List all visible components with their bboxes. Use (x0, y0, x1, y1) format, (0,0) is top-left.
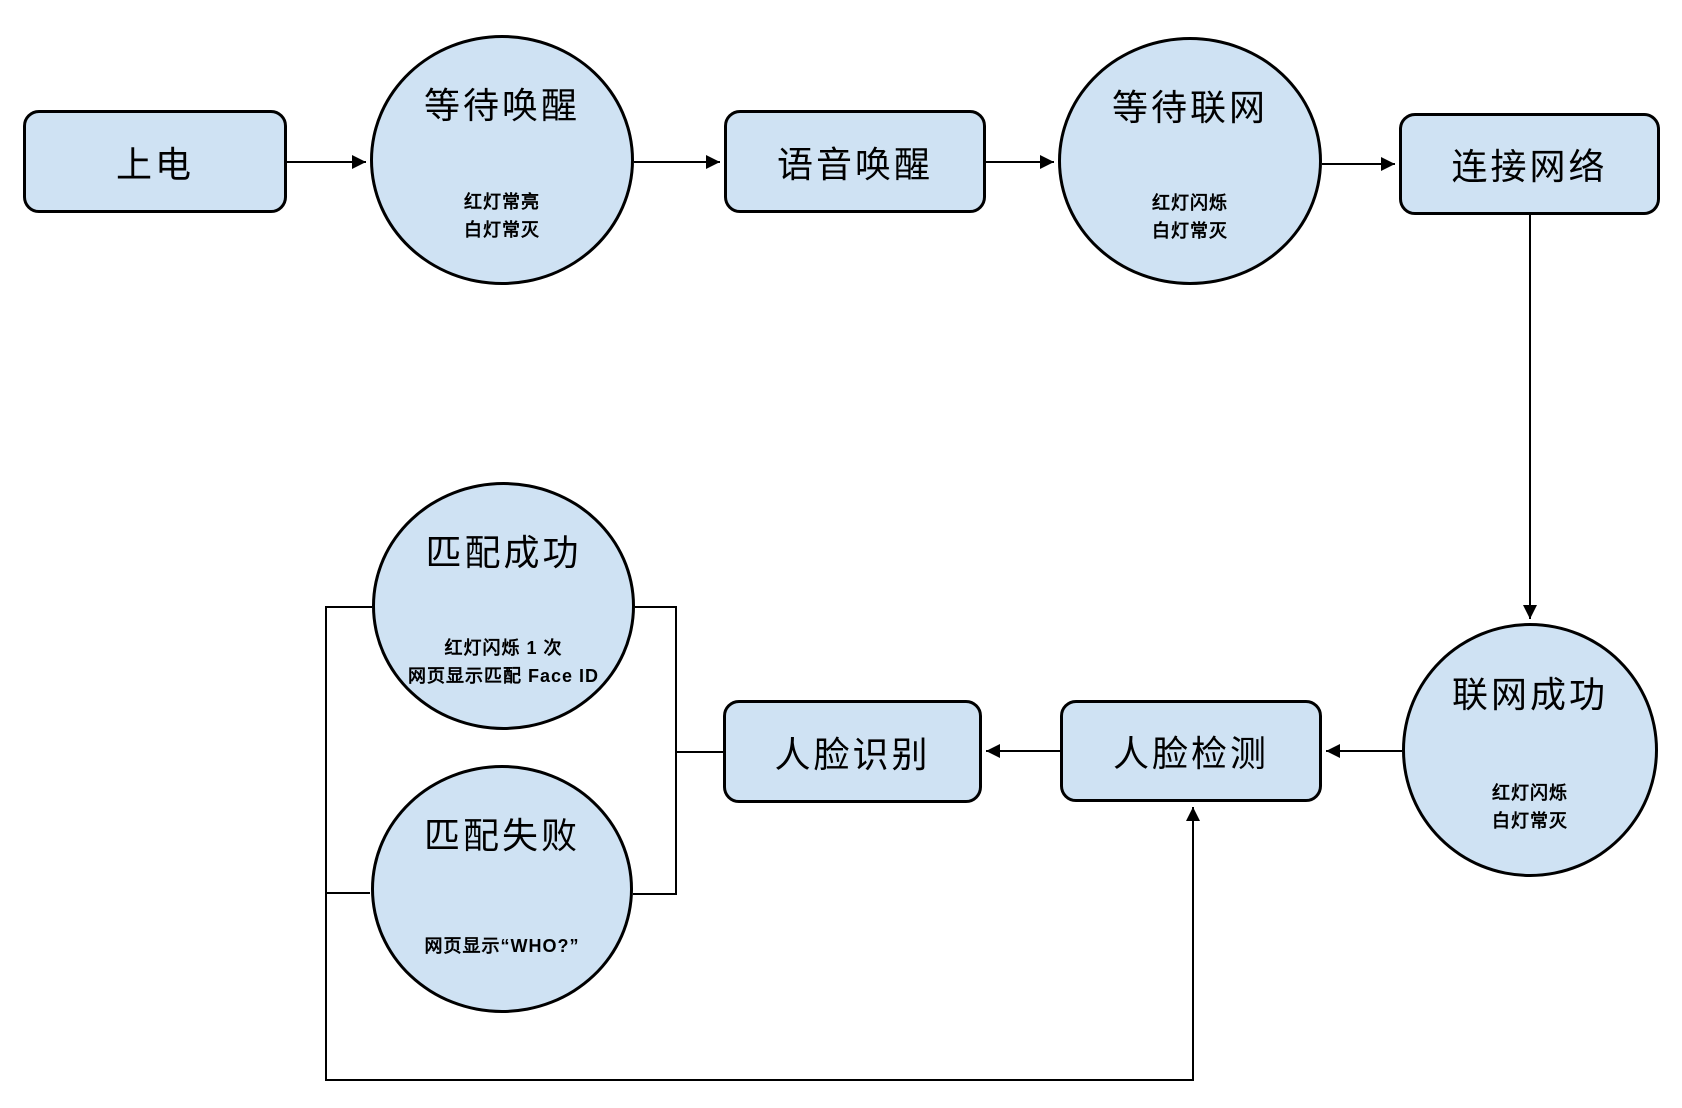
node-wait-network: 等待联网 红灯闪烁 白灯常灭 (1058, 37, 1322, 285)
node-face-recognition: 人脸识别 (723, 700, 982, 803)
node-wait-wake-status: 红灯常亮 白灯常灭 (464, 192, 540, 241)
edge-face-recognition-bracket (633, 606, 723, 895)
node-connect-network-label: 连接网络 (1451, 146, 1608, 187)
node-power-on-label: 上电 (115, 143, 194, 185)
node-network-success-label: 联网成功 (1451, 673, 1608, 715)
node-network-success: 联网成功 红灯闪烁 白灯常灭 (1402, 623, 1658, 877)
edge-match-loop-to-face-detection (325, 606, 1200, 1081)
node-match-success: 匹配成功 红灯闪烁 1 次 网页显示匹配 Face ID (372, 482, 635, 730)
node-match-fail: 匹配失败 网页显示“WHO?” (371, 765, 633, 1013)
node-match-fail-label: 匹配失败 (423, 814, 580, 856)
node-face-detection-label: 人脸检测 (1112, 733, 1269, 774)
node-voice-wake: 语音唤醒 (724, 110, 986, 213)
node-power-on: 上电 (23, 110, 287, 213)
node-match-success-status: 红灯闪烁 1 次 网页显示匹配 Face ID (407, 638, 600, 686)
node-voice-wake-label: 语音唤醒 (776, 143, 933, 185)
node-face-detection: 人脸检测 (1060, 700, 1322, 802)
node-wait-wake-label: 等待唤醒 (423, 85, 580, 127)
node-face-recognition-label: 人脸识别 (774, 733, 931, 775)
node-network-success-status: 红灯闪烁 白灯常灭 (1492, 782, 1568, 831)
node-match-success-label: 匹配成功 (425, 531, 582, 573)
node-wait-network-label: 等待联网 (1111, 86, 1268, 128)
node-connect-network: 连接网络 (1399, 113, 1660, 215)
node-match-fail-status: 网页显示“WHO?” (424, 935, 580, 956)
node-wait-wake: 等待唤醒 红灯常亮 白灯常灭 (370, 35, 634, 285)
node-wait-network-status: 红灯闪烁 白灯常灭 (1152, 193, 1228, 241)
